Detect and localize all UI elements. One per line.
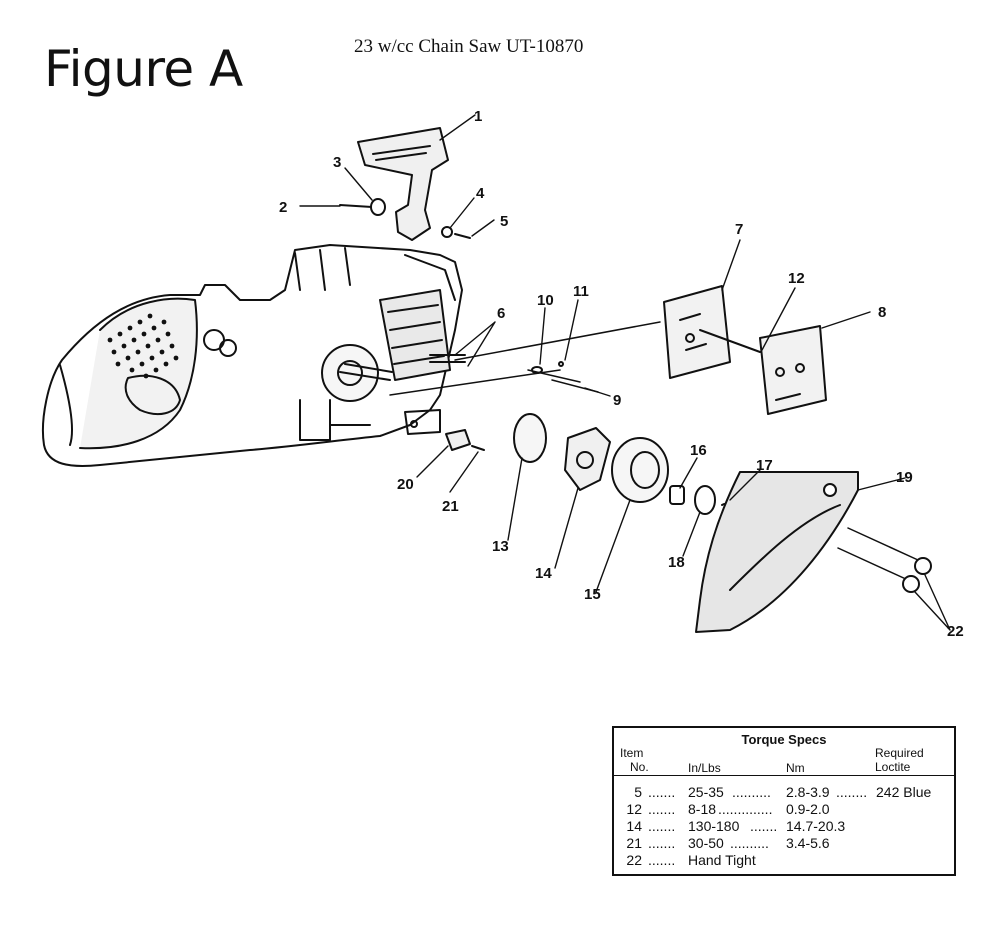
part-22-nuts (837, 527, 932, 593)
callout-17: 17 (756, 457, 773, 474)
header-divider (614, 775, 954, 776)
callout-14: 14 (535, 565, 552, 582)
callout-numbers: 1 2 3 4 5 6 7 8 9 10 11 12 13 14 15 16 1… (279, 108, 964, 640)
table-row: 12 ....... 8-18 .............. 0.9-2.0 (626, 801, 830, 817)
header-loctite: Required Loctite (875, 746, 924, 774)
part-12-bolt (699, 329, 761, 353)
header-nm: Nm (786, 761, 805, 775)
saw-housing (41, 244, 466, 467)
part-16-bearing (669, 485, 685, 505)
callout-5: 5 (500, 213, 508, 230)
part-21-screw (471, 445, 485, 451)
callout-8: 8 (878, 304, 886, 321)
table-row: 22 ....... Hand Tight (626, 852, 756, 868)
callout-2: 2 (279, 199, 287, 216)
header-item: Item No. (620, 746, 649, 774)
part-13-washer (513, 413, 547, 463)
torque-specs-table: Torque Specs Item No. In/Lbs Nm Required… (612, 726, 956, 876)
table-row: 5 ....... 25-35 .......... 2.8-3.9 .....… (634, 784, 932, 800)
callout-10: 10 (537, 292, 554, 309)
table-row: 21 ....... 30-50 .......... 3.4-5.6 (626, 835, 830, 851)
callout-20: 20 (397, 476, 414, 493)
part-4-5-washer-screw (441, 226, 471, 239)
part-1-handguard (357, 127, 449, 241)
callout-11: 11 (573, 283, 589, 300)
callout-3: 3 (333, 154, 341, 171)
housing-vents (107, 313, 179, 379)
figure-label: Figure A (44, 40, 243, 98)
diagram-title: 23 w/cc Chain Saw UT-10870 (354, 36, 584, 57)
part-6-leader-lines (389, 321, 661, 396)
torque-table-title: Torque Specs (741, 732, 827, 747)
callout-9: 9 (613, 392, 621, 409)
callout-15: 15 (584, 586, 601, 603)
table-row: 14 ....... 130-180 ....... 14.7-20.3 (626, 818, 846, 834)
callout-21: 21 (442, 498, 459, 515)
callout-22: 22 (947, 623, 964, 640)
callout-12: 12 (788, 270, 805, 287)
part-15-clutch-drum (611, 437, 669, 503)
callout-leaders (299, 114, 951, 631)
part-18-washer (694, 485, 716, 515)
part-8-guide-plate (759, 325, 827, 415)
part-19-clutch-cover (695, 471, 859, 633)
callout-16: 16 (690, 442, 707, 459)
callout-1: 1 (474, 108, 482, 125)
part-11-clip (558, 361, 564, 367)
callout-18: 18 (668, 554, 685, 571)
header-inlbs: In/Lbs (688, 761, 721, 775)
callout-4: 4 (476, 185, 485, 202)
part-10-pin (531, 366, 543, 374)
part-2-3-spring-pin (339, 198, 386, 216)
callout-7: 7 (735, 221, 743, 238)
callout-6: 6 (497, 305, 505, 322)
exploded-parts-diagram: 1 2 3 4 5 6 7 8 9 10 11 12 13 14 15 16 1… (41, 108, 964, 640)
part-20-cap (445, 429, 471, 451)
callout-13: 13 (492, 538, 509, 555)
part-14-clutch (564, 427, 611, 491)
part-7-guide-plate (663, 285, 731, 379)
callout-19: 19 (896, 469, 913, 486)
